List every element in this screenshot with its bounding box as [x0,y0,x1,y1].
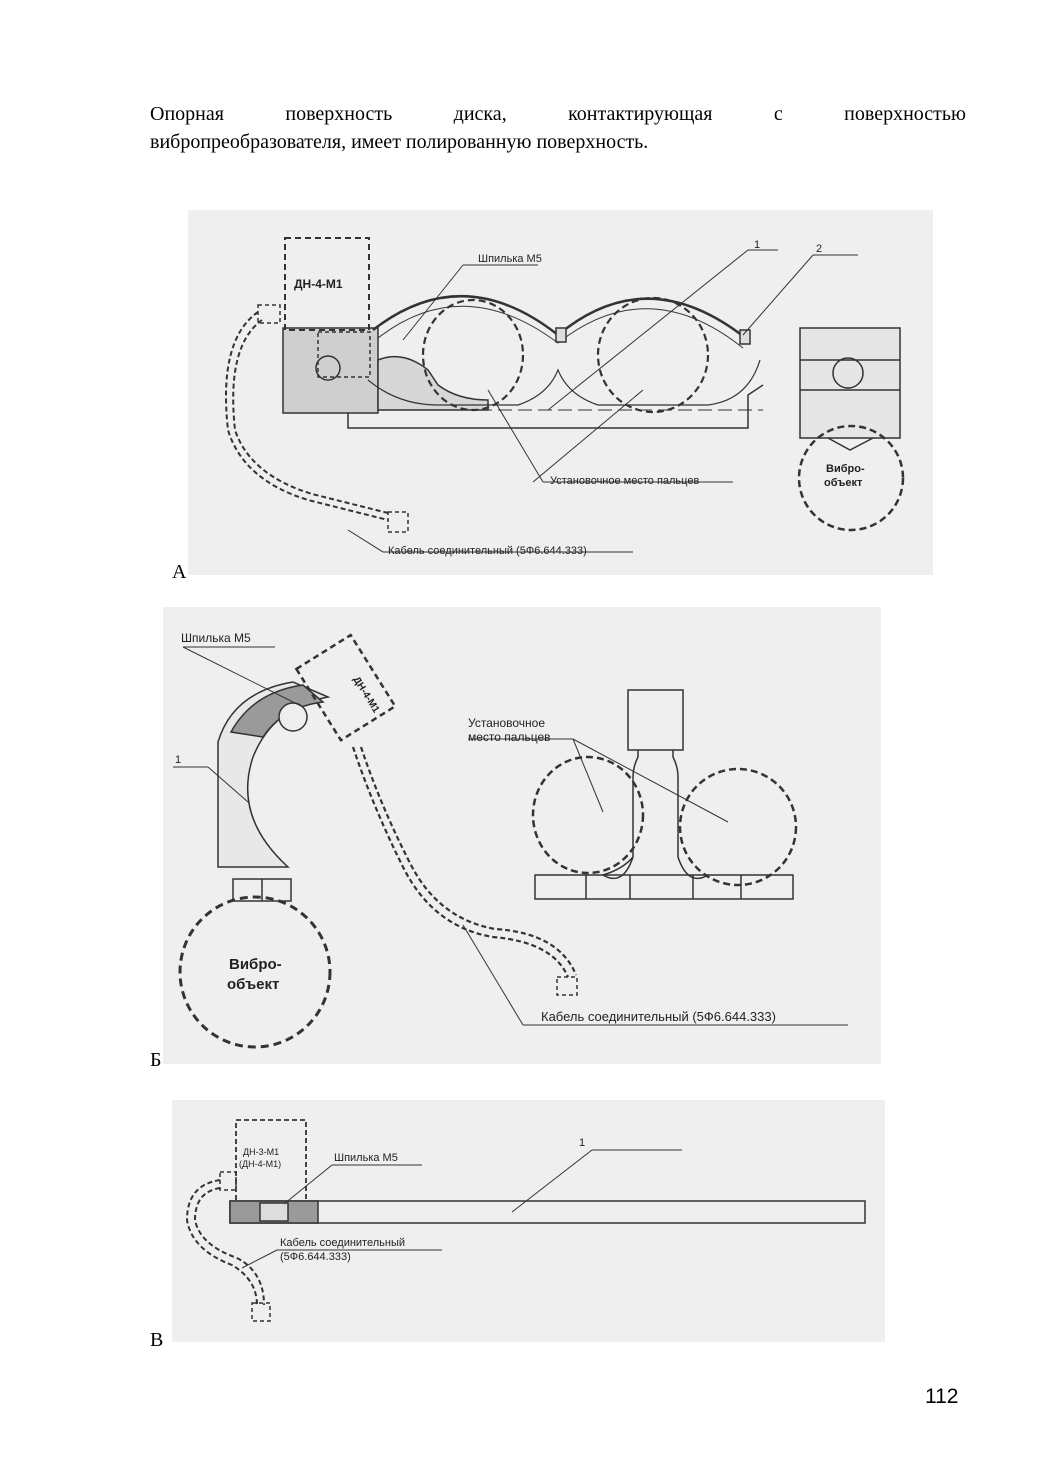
finger-place-circle [596,296,710,414]
object-label: объект [824,477,863,489]
figure-v-drawing: ДН-3-М1 (ДН-4-М1) Шпилька М5 1 Кабель со… [185,1119,866,1322]
side-view-block [799,327,901,439]
sensor-label: ДН-3-М1 [243,1147,279,1157]
callout-1: 1 [175,754,181,766]
finger-place-circle [531,755,645,875]
figure-b: Шпилька М5 ДН-4-М1 1 Установочное место … [163,607,881,1064]
figure-a: ДН-4-М1 Шпилька М5 1 2 Установочное мест… [188,210,933,575]
cable-label: Кабель соединительный [280,1237,405,1249]
figure-a-drawing: ДН-4-М1 Шпилька М5 1 2 Установочное мест… [225,237,905,557]
cable [185,1179,258,1306]
page-number: 112 [925,1385,959,1408]
callout-1: 1 [579,1137,585,1149]
object-label: Вибро- [826,463,865,475]
finger-place-label: место пальцев [468,730,551,744]
finger-place-label: Установочное [468,716,545,730]
stud-label: Шпилька М5 [181,631,251,645]
cable-label: Кабель соединительный (5Ф6.644.333) [541,1009,776,1024]
sensor-label: (ДН-4-М1) [239,1159,281,1169]
paragraph-line-1: Опорная поверхность диска, контактирующа… [150,100,966,128]
word: с [773,103,783,125]
base-rail [534,874,794,900]
object-label: Вибро- [229,956,282,973]
word: диска, [453,103,507,125]
callout-1: 1 [754,239,760,251]
stud-label: Шпилька М5 [478,253,542,265]
vibro-object-circle [797,424,905,532]
mounting-bar [229,1200,866,1224]
bracket-block [282,327,379,414]
figure-v-label: В [150,1329,164,1351]
stand-top [627,689,684,751]
object-label: объект [227,976,279,993]
word: поверхностью [844,103,966,125]
body-paragraph: Опорная поверхность диска, контактирующа… [150,100,966,156]
sensor-box [284,237,370,331]
paragraph-line-2: вибропреобразователя, имеет полированную… [150,131,649,153]
finger-place-label: Установочное место пальцев [550,475,699,487]
cable [351,746,570,978]
figure-b-drawing: Шпилька М5 ДН-4-М1 1 Установочное место … [173,631,848,1049]
callout-2: 2 [816,243,822,255]
sensor-box [294,633,397,742]
word: Опорная [150,103,224,125]
stud-label: Шпилька М5 [334,1152,398,1164]
cable-label: Кабель соединительный (5Ф6.644.333) [388,545,587,557]
word: контактирующая [568,103,713,125]
cable-label: (5Ф6.644.333) [280,1251,351,1263]
figure-v: ДН-3-М1 (ДН-4-М1) Шпилька М5 1 Кабель со… [172,1100,885,1342]
sensor-label: ДН-4-М1 [294,277,343,291]
finger-place-circle [678,767,798,887]
figure-a-label: А [172,561,187,583]
word: поверхность [285,103,393,125]
sensor-label: ДН-4-М1 [350,675,381,716]
figure-b-label: Б [150,1049,162,1071]
vibro-object-circle [178,895,332,1049]
finger-place-circle [421,298,525,412]
